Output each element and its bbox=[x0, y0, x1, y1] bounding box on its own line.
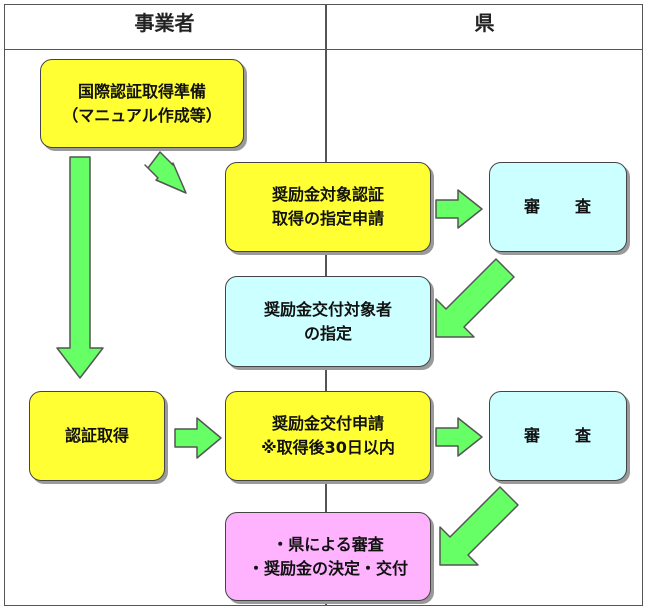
box-grant-designation: 奨励金交付対象者 の指定 bbox=[225, 276, 431, 367]
box-certification-acquired: 認証取得 bbox=[29, 391, 165, 481]
arrow-right-acquired-to-application bbox=[174, 417, 222, 459]
header-row bbox=[4, 4, 643, 50]
arrow-diagonal-review-to-designation bbox=[435, 258, 515, 338]
box-grant-application: 奨励金交付申請 ※取得後30日以内 bbox=[225, 391, 431, 481]
arrow-right-application-to-review-2 bbox=[435, 417, 483, 457]
arrow-diagonal-review-to-decision bbox=[439, 486, 519, 566]
arrow-diagonal-prep-to-application bbox=[144, 151, 187, 194]
arrow-down-long bbox=[56, 156, 104, 379]
box-prefecture-decision: ・県による審査 ・奨励金の決定・交付 bbox=[225, 512, 431, 601]
box-review-2: 審 査 bbox=[489, 391, 627, 481]
header-prefecture: 県 bbox=[474, 11, 495, 35]
table-frame bbox=[4, 4, 643, 606]
box-review-1: 審 査 bbox=[489, 162, 627, 252]
arrow-right-application-to-review bbox=[435, 189, 483, 229]
box-certification-prep: 国際認証取得準備 （マニュアル作成等） bbox=[40, 59, 244, 148]
box-designation-application: 奨励金対象認証 取得の指定申請 bbox=[225, 162, 431, 252]
header-business: 事業者 bbox=[134, 11, 195, 35]
